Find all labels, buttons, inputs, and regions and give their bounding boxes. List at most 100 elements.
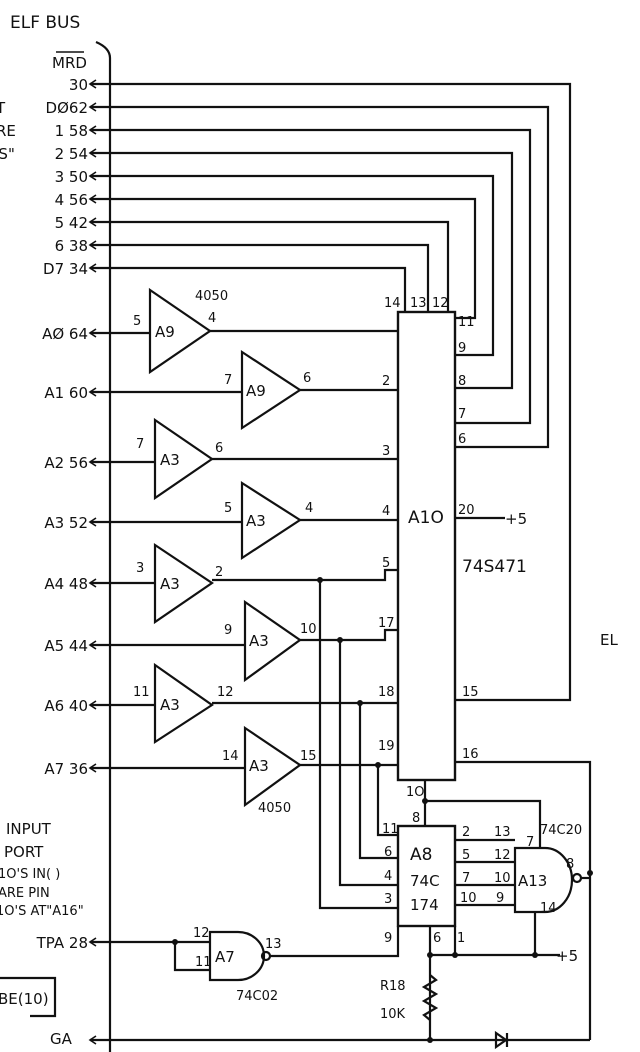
pin-label: 11 <box>195 955 212 970</box>
pin-label: 7 <box>458 407 466 422</box>
left-note: BE(10) <box>0 990 49 1008</box>
buffer-part: 4050 <box>258 801 291 816</box>
pin-label: 15 <box>462 685 479 700</box>
bus-signal-label: AØ 64 <box>42 325 88 343</box>
resistor-name: R18 <box>380 979 406 994</box>
a13-part: 74C20 <box>540 823 582 838</box>
bus-signal-label: A4 48 <box>44 575 88 593</box>
left-note: 1O'S AT"A16" <box>0 904 84 919</box>
bus-title: ELF BUS <box>10 13 80 33</box>
pin-label: 12 <box>432 296 449 311</box>
buffer-name: A9 <box>155 323 175 341</box>
pin-label: 9 <box>384 931 392 946</box>
right-cut-label: EL <box>600 631 618 649</box>
pin-label: 5 <box>224 501 232 516</box>
note-box <box>0 976 57 1018</box>
pin-label: 9 <box>496 891 504 906</box>
left-note: INPUT <box>6 820 52 838</box>
buffer-part: 4050 <box>195 289 228 304</box>
pin-label: 7 <box>462 871 470 886</box>
bus-signal-label: A7 36 <box>44 760 88 778</box>
mrd-label: MRD <box>52 54 87 72</box>
pin-label: 2 <box>382 374 390 389</box>
pin-label: 11 <box>458 315 475 330</box>
buffer-name: A3 <box>246 512 266 530</box>
pin-label: 5 <box>382 556 390 571</box>
left-note: T <box>0 99 6 117</box>
a10-supply: +5 <box>505 510 527 528</box>
pin-label: 7 <box>136 437 144 452</box>
pin-label: 9 <box>458 341 466 356</box>
pin-label: 12 <box>217 685 234 700</box>
pin-label: 2 <box>462 825 470 840</box>
pin-label: 15 <box>300 749 317 764</box>
left-note: IS" <box>0 145 15 163</box>
pin-label: 6 <box>433 931 441 946</box>
buffer-name: A3 <box>249 632 269 650</box>
bus-signal-label: 5 42 <box>55 214 88 232</box>
a8-part: 174 <box>410 896 439 914</box>
pin-label: 4 <box>382 504 390 519</box>
pin-label: 13 <box>494 825 511 840</box>
pin-label: 20 <box>458 503 475 518</box>
bus-signal-label: 1 58 <box>55 122 88 140</box>
pin-label: 7 <box>526 835 534 850</box>
pin-label: 3 <box>136 561 144 576</box>
pin-label: 9 <box>224 623 232 638</box>
buffer-name: A3 <box>160 451 180 469</box>
a13-gate <box>513 846 574 914</box>
pin-label: 5 <box>133 314 141 329</box>
a10-chip <box>396 310 457 782</box>
pin-label: 18 <box>378 685 395 700</box>
pin-label: 10 <box>300 622 317 637</box>
pin-label: 6 <box>303 371 311 386</box>
a8-part: 74C <box>410 872 440 890</box>
bus-signal-label: D7 34 <box>43 260 88 278</box>
bus-signal-label: GA <box>50 1030 73 1048</box>
elf-bus-line <box>95 40 112 1052</box>
a7-name: A7 <box>215 948 235 966</box>
diode-icon <box>494 1030 509 1050</box>
pin-label: 17 <box>378 616 395 631</box>
pin-label: 8 <box>412 811 420 826</box>
a10-name: A1O <box>408 508 444 528</box>
bus-signal-label: A5 44 <box>44 637 88 655</box>
data-lines: 30 DØ62 1 58 2 54 3 50 4 56 5 42 6 38 D7… <box>43 76 572 702</box>
left-note: ARE PIN <box>0 886 50 901</box>
pin-label: 6 <box>458 432 466 447</box>
pin-label: 14 <box>384 296 401 311</box>
resistor-r18 <box>421 974 439 1021</box>
pin-label: 14 <box>540 901 557 916</box>
pin-label: 4 <box>208 311 216 326</box>
pin-label: 19 <box>378 739 395 754</box>
a10-part: 74S471 <box>462 557 527 577</box>
bus-signal-label: A1 60 <box>44 384 88 402</box>
pin-label: 7 <box>224 373 232 388</box>
bus-signal-label: 3 50 <box>55 168 88 186</box>
pin-label: 13 <box>265 937 282 952</box>
pin-label: 10 <box>460 891 477 906</box>
bus-signal-label: A3 52 <box>44 514 88 532</box>
left-note: 1O'S IN( ) <box>0 867 60 882</box>
bus-signal-label: TPA 28 <box>36 934 88 952</box>
a8-chip <box>396 824 457 928</box>
buffer-name: A3 <box>160 696 180 714</box>
resistor-value: 10K <box>380 1007 406 1022</box>
a13-name: A13 <box>518 872 547 890</box>
left-note: RE <box>0 122 16 140</box>
address-buffers: 4050 4050 A9 5 4 AØ 64 A9 7 6 A1 60 A3 7… <box>42 287 398 910</box>
bus-signal-label: A6 40 <box>44 697 88 715</box>
a7-gate <box>208 930 266 982</box>
pin-label: 4 <box>305 501 313 516</box>
bus-signal-label: A2 56 <box>44 454 88 472</box>
pin-label: 3 <box>382 444 390 459</box>
pin-label: 6 <box>384 845 392 860</box>
pin-label: 2 <box>215 565 223 580</box>
pin-label: 5 <box>462 848 470 863</box>
buffer-name: A3 <box>249 757 269 775</box>
bus-signal-label: 4 56 <box>55 191 88 209</box>
left-note: PORT <box>4 843 44 861</box>
pin-label: 8 <box>566 857 574 872</box>
pin-label: 1 <box>457 931 465 946</box>
